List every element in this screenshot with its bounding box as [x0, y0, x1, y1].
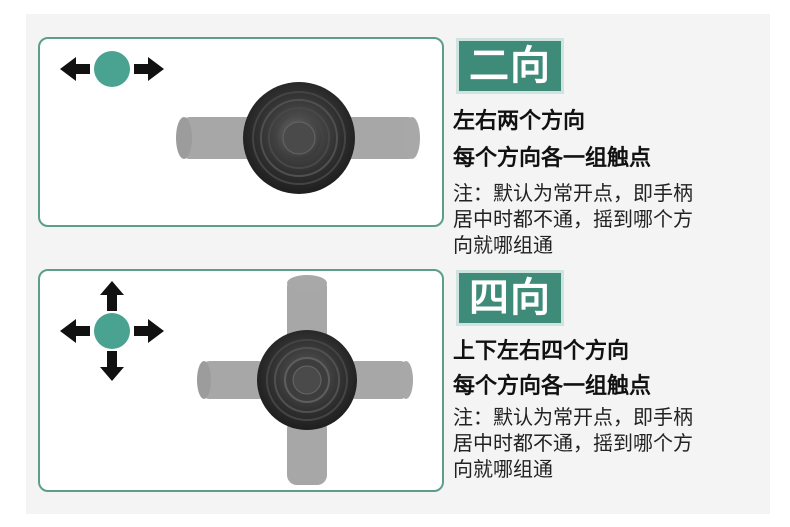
left-contact-prong: [197, 361, 268, 399]
four-way-panel: [38, 269, 444, 492]
note-line: 向就哪组通: [453, 233, 553, 257]
joystick-knob-icon: [257, 330, 357, 430]
four-way-title: 上下左右四个方向: [453, 339, 630, 364]
four-way-arrows-icon: [60, 281, 164, 381]
note-line: 居中时都不通，摇到哪个方: [453, 207, 693, 231]
right-contact-prong: [346, 361, 413, 399]
two-way-subtitle: 每个方向各一组触点: [453, 146, 652, 171]
joystick-knob-icon: [243, 82, 355, 194]
four-way-badge: 四向: [456, 270, 564, 326]
note-line: 向就哪组通: [453, 457, 553, 481]
handle-dot-icon: [94, 313, 130, 349]
left-right-arrows-icon: [60, 51, 164, 87]
right-contact-prong: [340, 117, 420, 159]
left-contact-prong: [176, 117, 258, 159]
two-way-illustration: [60, 51, 420, 194]
four-way-illustration: [60, 275, 413, 485]
two-way-note: 注：默认为常开点，即手柄 居中时都不通，摇到哪个方 向就哪组通: [453, 180, 753, 258]
four-way-note: 注：默认为常开点，即手柄 居中时都不通，摇到哪个方 向就哪组通: [453, 404, 753, 482]
up-contact-prong: [287, 275, 327, 347]
two-way-badge: 二向: [456, 38, 564, 94]
two-way-panel: [38, 37, 444, 227]
two-way-title: 左右两个方向: [453, 109, 586, 134]
down-contact-prong: [287, 419, 327, 485]
handle-dot-icon: [94, 51, 130, 87]
note-line: 居中时都不通，摇到哪个方: [453, 431, 693, 455]
note-line: 注：默认为常开点，即手柄: [453, 405, 693, 429]
note-line: 注：默认为常开点，即手柄: [453, 181, 693, 205]
four-way-subtitle: 每个方向各一组触点: [453, 374, 652, 399]
